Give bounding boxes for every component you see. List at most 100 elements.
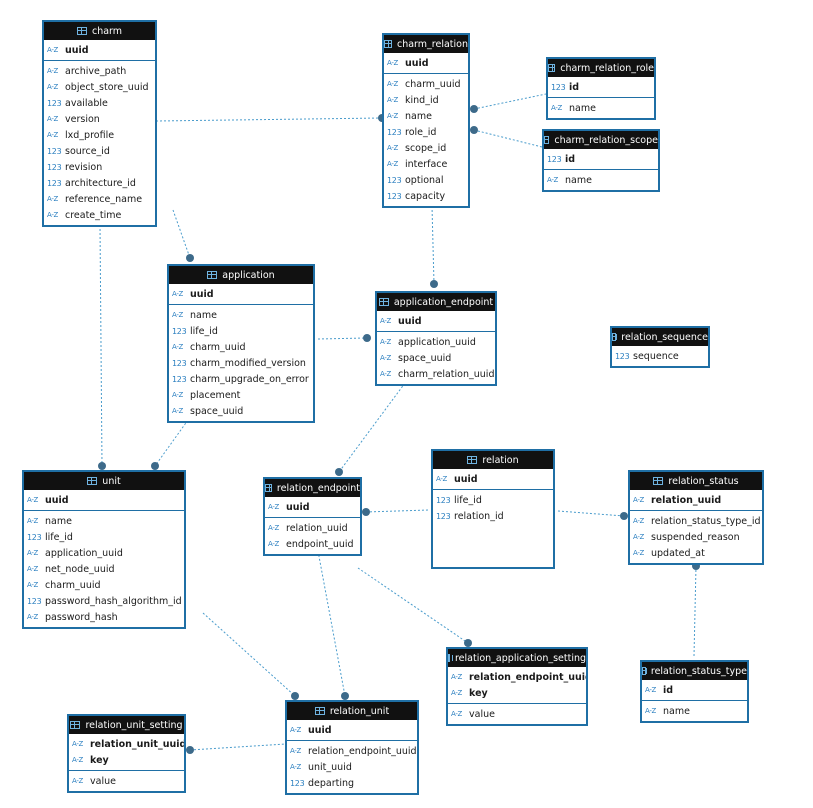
numeric-type-icon: 123 — [615, 351, 630, 361]
table-header[interactable]: charm_relation — [384, 35, 468, 53]
table-header[interactable]: relation_unit — [287, 702, 417, 720]
table-header[interactable]: relation_sequence — [612, 328, 708, 346]
table-header[interactable]: relation_status_type — [642, 662, 747, 680]
table-header[interactable]: relation — [433, 451, 553, 469]
table-header[interactable]: relation_status — [630, 472, 762, 490]
string-type-icon: A-Z — [380, 354, 392, 362]
table-header[interactable]: charm_relation_role — [548, 59, 654, 77]
table-header[interactable]: charm_relation_scope — [544, 131, 658, 149]
table-header[interactable]: charm — [44, 22, 155, 40]
table-header[interactable]: relation_application_setting — [448, 649, 586, 667]
table-header[interactable]: unit — [24, 472, 184, 490]
column-name: interface — [405, 158, 448, 170]
table-header[interactable]: application — [169, 266, 313, 284]
table-header[interactable]: relation_endpoint — [265, 479, 360, 497]
table-header[interactable]: relation_unit_setting — [69, 716, 184, 734]
table-header[interactable]: application_endpoint — [377, 293, 495, 311]
